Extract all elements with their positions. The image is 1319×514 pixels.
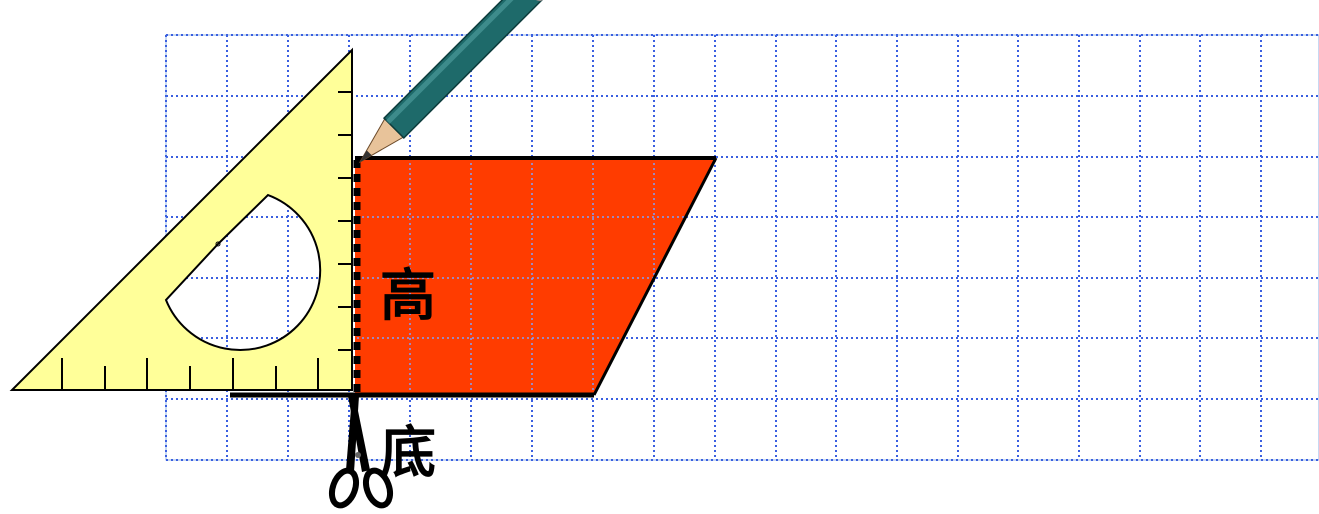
height-label: 高 (380, 263, 436, 329)
base-label: 底 (380, 420, 436, 486)
set-square-vertical-ticks (338, 91, 352, 351)
set-square-icon (9, 47, 353, 391)
set-square-horizontal-ticks (61, 358, 319, 390)
parallelogram-shape (355, 158, 716, 395)
set-square-pivot (215, 241, 221, 247)
pencil-lead (360, 150, 372, 162)
pencil-highlight (386, 0, 528, 124)
scissors-pivot (355, 452, 361, 458)
pencil-body (382, 0, 543, 140)
scissors-handle-left (328, 467, 360, 509)
parallelogram-right-edge (592, 157, 718, 396)
pencil-end (520, 0, 543, 2)
scissors-blade-right (346, 396, 359, 472)
pencil-icon (358, 0, 543, 164)
parallelogram-grid-overlay (357, 158, 686, 395)
scissors-icon (328, 396, 394, 509)
parallelogram (230, 156, 718, 398)
scissors-handle-right (362, 467, 394, 509)
